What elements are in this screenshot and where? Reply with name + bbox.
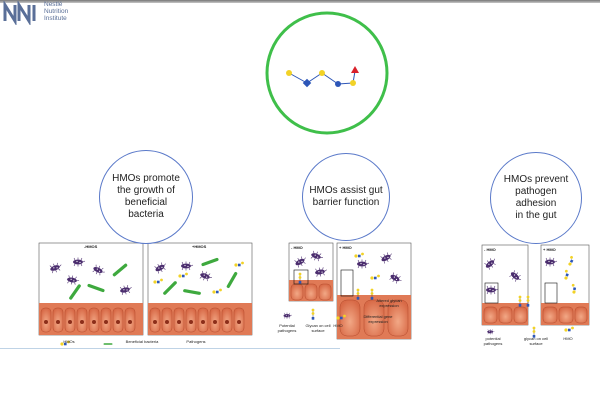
panel1-legend-beneficial: Beneficial bacteria bbox=[125, 339, 159, 344]
logo-line: Institute bbox=[44, 15, 67, 22]
bubble-line: in the gut bbox=[515, 210, 557, 221]
galactose-icon bbox=[286, 70, 292, 76]
bubble-line: HMOs assist gut bbox=[309, 185, 383, 196]
panel2-annotation-gene: Differential gene expression bbox=[363, 314, 393, 324]
panel-2 bbox=[283, 242, 412, 340]
epithelium-icon bbox=[39, 303, 252, 335]
bubble-line: bacteria bbox=[128, 209, 164, 220]
panel3-legend-glycan: glycan on cell surface bbox=[523, 336, 549, 346]
panel-1 bbox=[38, 242, 253, 346]
panel3-legend-hmo: HMO bbox=[563, 336, 573, 341]
panel2-left-title: - HMO bbox=[291, 245, 303, 250]
panel2-legend-pathogens: Potential pathogens bbox=[277, 323, 297, 333]
panel2-legend-glycan: Glycan on cell surface bbox=[305, 323, 331, 333]
panel2-annotation-glycan: Altered glycan expression bbox=[376, 298, 402, 308]
nni-logo-mark bbox=[3, 1, 36, 25]
panel2-right-title: + HMO bbox=[339, 245, 352, 250]
bubble-line: beneficial bbox=[124, 197, 168, 208]
logo-line: Nutrition bbox=[44, 8, 69, 15]
panel3-legend-pathogens: potential pathogens bbox=[483, 336, 503, 346]
bubble-line: barrier function bbox=[312, 197, 380, 208]
logo-text: Nestlé Nutrition Institute bbox=[44, 1, 68, 22]
bubble-line: HMOs prevent bbox=[503, 174, 569, 185]
panel1-legend-hmos: HMOs bbox=[63, 339, 75, 344]
panel3-right-title: + HMO bbox=[543, 247, 556, 252]
bubble-line: HMOs promote bbox=[112, 173, 180, 184]
top-bar bbox=[0, 0, 600, 3]
divider-line bbox=[0, 348, 340, 349]
panel1-left-title: -HMOS bbox=[84, 244, 98, 249]
panel2-legend-hmo: HMO bbox=[333, 323, 343, 328]
panel3-left-title: - HMO bbox=[484, 247, 496, 252]
logo-line: Nestlé bbox=[44, 1, 63, 8]
bubble-line: adhesion bbox=[515, 198, 557, 209]
glucose-icon bbox=[302, 78, 312, 88]
panel-3 bbox=[481, 244, 590, 339]
panel1-legend-pathogens: Pathogens bbox=[186, 339, 206, 344]
fucose-icon bbox=[351, 66, 359, 73]
galactose-icon bbox=[350, 80, 356, 86]
bubble-line: pathogen bbox=[515, 186, 557, 197]
galactose-icon bbox=[319, 70, 325, 76]
nni-logo bbox=[3, 1, 36, 25]
bubble-gut-barrier: HMOs assist gut barrier function bbox=[302, 153, 390, 241]
bubble-beneficial-bacteria: HMOs promote the growth of beneficial ba… bbox=[99, 150, 193, 244]
glcnac-icon bbox=[335, 81, 341, 87]
bubble-line: the growth of bbox=[117, 185, 175, 196]
panel1-right-title: +HMOS bbox=[192, 244, 207, 249]
hmo-molecule-circle bbox=[265, 11, 389, 135]
bubble-pathogen-adhesion: HMOs prevent pathogen adhesion in the gu… bbox=[490, 152, 582, 244]
